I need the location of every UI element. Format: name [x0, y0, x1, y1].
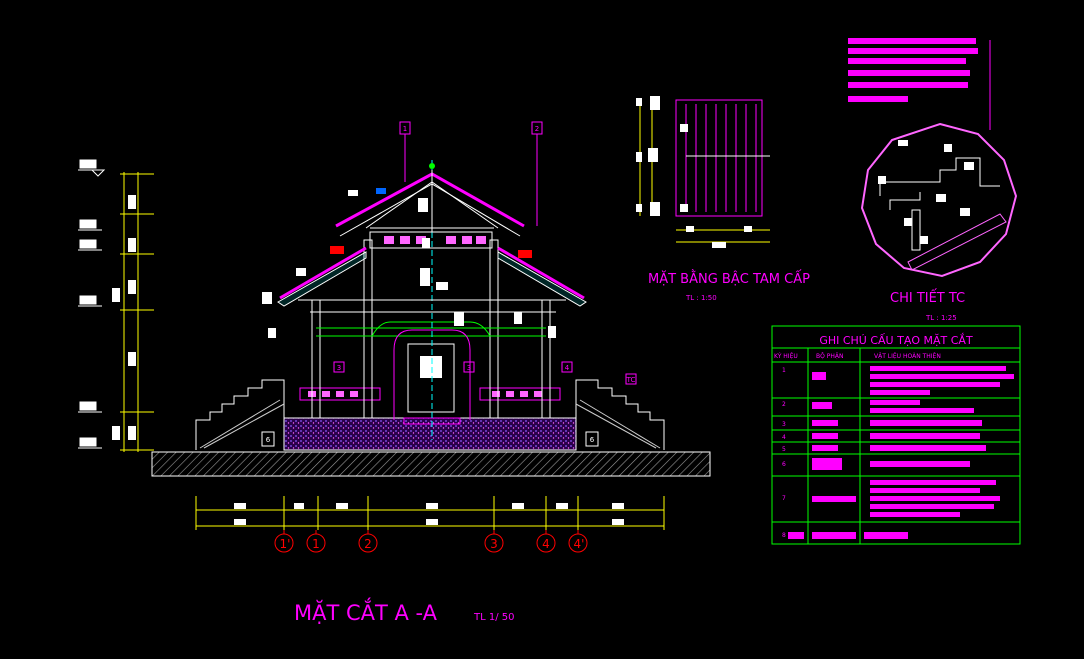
table-cell-blocks	[788, 366, 1014, 539]
note-blocks	[848, 38, 978, 102]
row-num-3: 3	[782, 421, 786, 428]
green-beams	[316, 321, 546, 337]
stairs-right	[575, 379, 665, 450]
callout-6-right: 6	[590, 436, 595, 444]
tam-cap-scale: TL : 1:50	[685, 294, 717, 302]
callout-2: 2	[535, 125, 539, 133]
main-scale: TL 1/ 50	[473, 612, 515, 623]
stairs-left	[195, 379, 285, 450]
axis-label-3: 3	[490, 537, 498, 551]
tam-cap-title: MẶT BẰNG BẬC TAM CẤP	[648, 270, 810, 287]
callout-4: 4	[565, 364, 570, 372]
axis-label-1: 1	[312, 537, 320, 551]
row-num-1: 1	[782, 367, 786, 374]
callout-6-left: 6	[266, 436, 271, 444]
axis-bubbles	[274, 530, 588, 553]
row-num-8: 8	[782, 532, 786, 539]
table-title: GHI CHÚ CẤU TẠO MẶT CẮT	[819, 333, 973, 347]
tam-cap-plan: MẶT BẰNG BẬC TAM CẤP TL : 1:50	[636, 96, 810, 302]
axis-label-2: 2	[364, 537, 372, 551]
axis-label-4p: 4'	[574, 537, 585, 551]
horizontal-dimension	[195, 496, 665, 530]
header-vat-lieu: VẬT LIỆU HOÀN THIỆN	[874, 352, 941, 360]
callouts	[333, 121, 637, 385]
header-ky-hieu: KÝ HIỆU	[774, 352, 798, 360]
detail-tc: CHI TIẾT TC TL : 1:25	[860, 40, 1018, 322]
main-title: MẶT CẮT A -A	[294, 597, 438, 625]
row-num-5: 5	[782, 446, 786, 453]
row-num-6: 6	[782, 461, 786, 468]
upper-roof	[335, 163, 525, 249]
axis-label-1p: 1'	[280, 537, 291, 551]
row-num-4: 4	[782, 434, 786, 441]
foundation-fill	[283, 417, 577, 451]
callout-tc: TC	[626, 376, 636, 384]
vertical-dimension	[112, 172, 154, 452]
label-blocks	[262, 190, 556, 338]
header-bo-phan: BỘ PHẬN	[816, 353, 843, 360]
elevation-markers	[78, 159, 106, 449]
ground-hatch	[151, 451, 711, 477]
detail-title: CHI TIẾT TC	[890, 289, 965, 306]
row-num-7: 7	[782, 495, 786, 502]
row-num-2: 2	[782, 401, 786, 408]
detail-scale: TL : 1:25	[925, 314, 957, 322]
callout-3a: 3	[337, 364, 341, 372]
callout-3b: 3	[467, 364, 471, 372]
center-door	[393, 329, 471, 425]
callout-1: 1	[403, 125, 407, 133]
notes-table	[771, 325, 1021, 545]
axis-label-4: 4	[542, 537, 550, 551]
